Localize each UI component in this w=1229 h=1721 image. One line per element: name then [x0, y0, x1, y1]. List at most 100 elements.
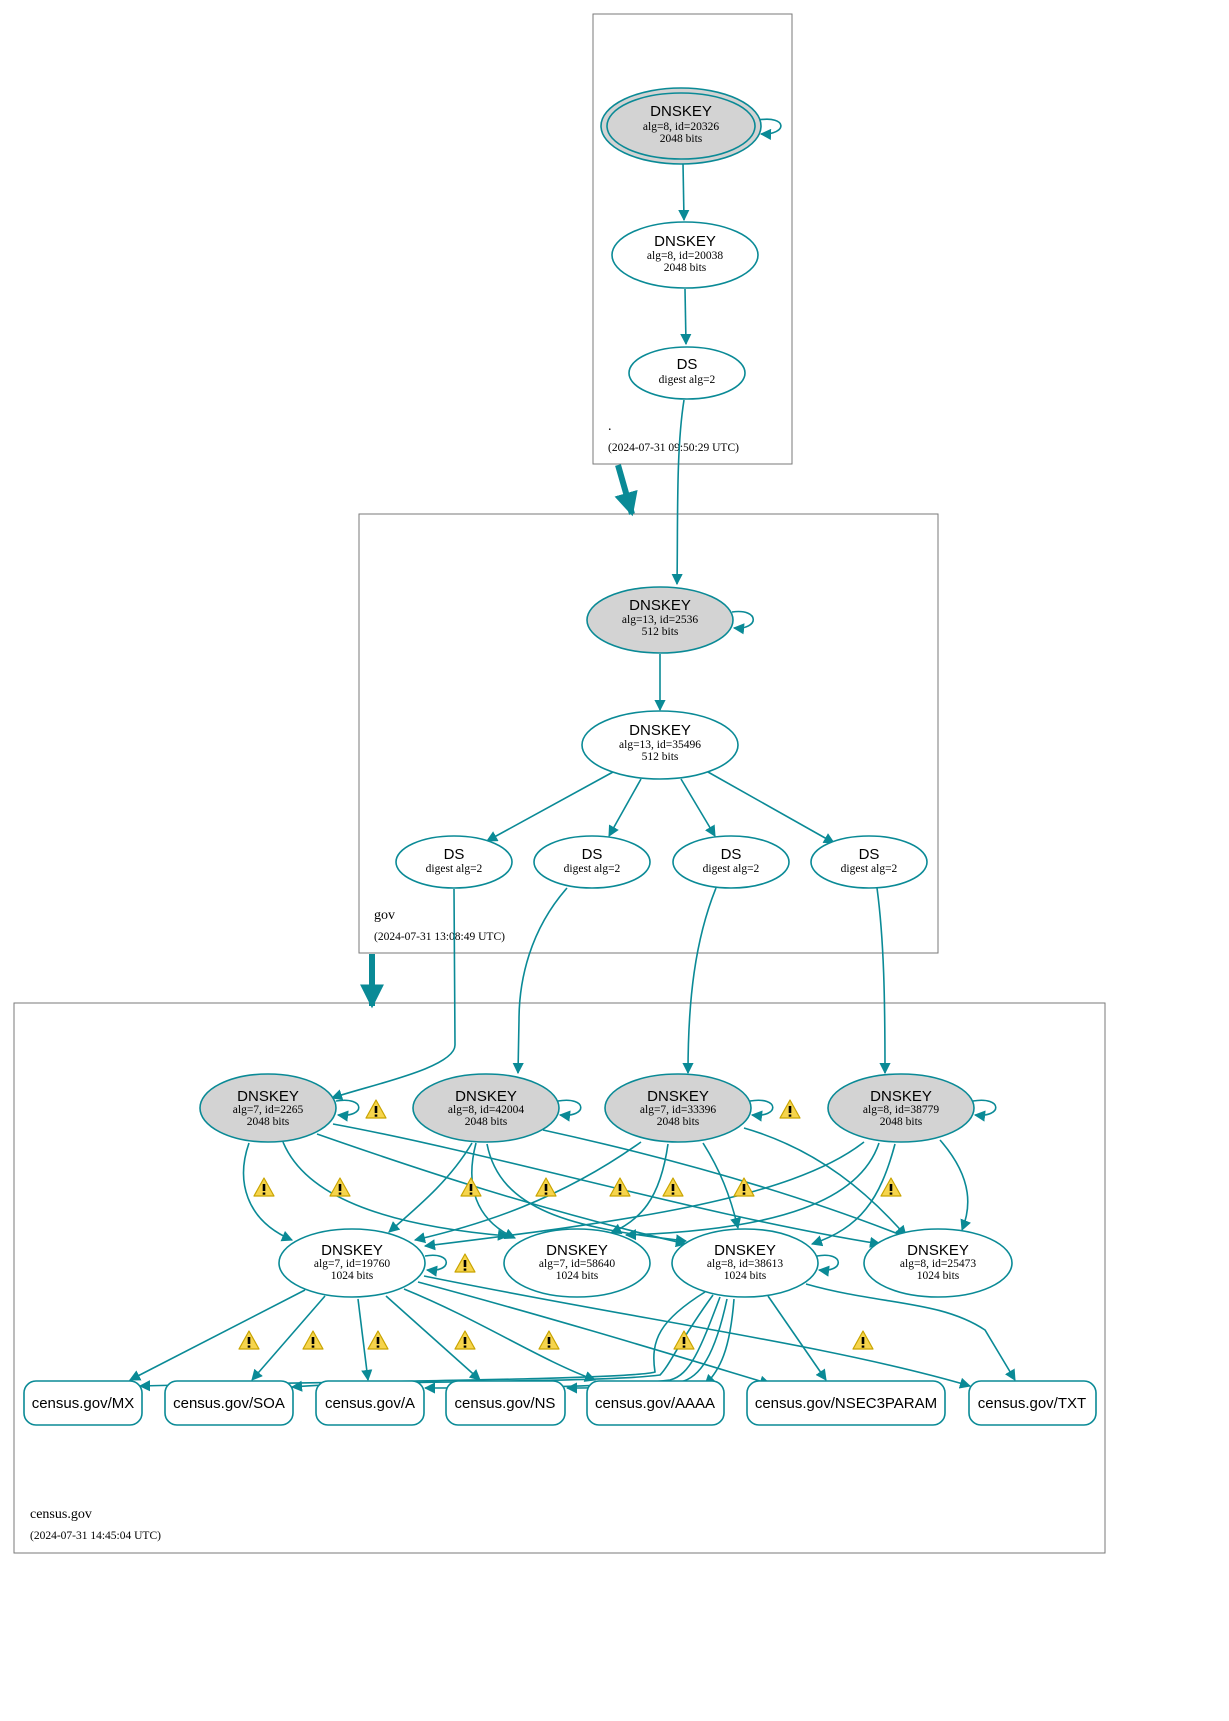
warning-icon[interactable]: [538, 1330, 560, 1350]
warning-icon[interactable]: [733, 1177, 755, 1197]
census-zsk1-title: DNSKEY: [321, 1242, 383, 1259]
root-ds-title: DS: [677, 356, 698, 373]
root-zsk-node[interactable]: DNSKEY alg=8, id=20038 2048 bits: [611, 221, 759, 289]
rrset-nsec3param[interactable]: census.gov/NSEC3PARAM: [746, 1380, 946, 1426]
census-ksk4-title: DNSKEY: [870, 1088, 932, 1105]
census-zsk3-title: DNSKEY: [714, 1242, 776, 1259]
rrset-soa-label: census.gov/SOA: [173, 1395, 285, 1412]
census-zsk4-title: DNSKEY: [907, 1242, 969, 1259]
edge-gov-ds3-to-census-ksk3: [682, 887, 717, 1075]
census-zsk-node-3[interactable]: DNSKEY alg=8, id=38613 1024 bits: [671, 1228, 819, 1298]
warning-icon[interactable]: [329, 1177, 351, 1197]
warning-icon[interactable]: [535, 1177, 557, 1197]
zone-census-timestamp: (2024-07-31 14:45:04 UTC): [30, 1530, 161, 1542]
census-zsk3-line1: alg=8, id=38613: [707, 1258, 783, 1270]
census-ksk2-title: DNSKEY: [455, 1088, 517, 1105]
census-ksk-node-4[interactable]: DNSKEY alg=8, id=38779 2048 bits: [827, 1073, 975, 1143]
root-zsk-line2: 2048 bits: [664, 262, 707, 274]
warning-icon[interactable]: [880, 1177, 902, 1197]
gov-zsk-title: DNSKEY: [629, 722, 691, 739]
rrset-mx-label: census.gov/MX: [32, 1395, 135, 1412]
census-zsk3-line2: 1024 bits: [724, 1270, 767, 1282]
edge-zsk1-to-ns: [385, 1295, 481, 1381]
gov-ds1-line1: digest alg=2: [426, 863, 483, 875]
root-ds-node[interactable]: DS digest alg=2: [628, 346, 746, 400]
edge-ksk1-to-zsk2: [282, 1141, 510, 1241]
gov-ds4-line1: digest alg=2: [841, 863, 898, 875]
rrset-mx[interactable]: census.gov/MX: [23, 1380, 143, 1426]
edge-gov-ds4-to-census-ksk4: [876, 887, 891, 1075]
root-ksk-line2: 2048 bits: [660, 133, 703, 145]
census-zsk-node-2[interactable]: DNSKEY alg=7, id=58640 1024 bits: [503, 1228, 651, 1298]
gov-ds-node-2[interactable]: DS digest alg=2: [533, 835, 651, 889]
edge-ksk3-to-zsk4: [743, 1127, 907, 1237]
warning-icon[interactable]: [673, 1330, 695, 1350]
edge-ksk2-to-zsk1: [388, 1142, 473, 1233]
root-ksk-line1: alg=8, id=20326: [643, 121, 719, 133]
warning-icon[interactable]: [662, 1177, 684, 1197]
edge-ksk2-to-zsk2: [471, 1142, 517, 1239]
root-ksk-title: DNSKEY: [650, 103, 712, 120]
census-zsk-node-4[interactable]: DNSKEY alg=8, id=25473 1024 bits: [863, 1228, 1013, 1298]
rrset-ns[interactable]: census.gov/NS: [445, 1380, 566, 1426]
zone-root-box: [592, 13, 793, 465]
warning-icon[interactable]: [238, 1330, 260, 1350]
edge-zsk3-to-nsec3param: [767, 1295, 827, 1381]
warning-icon[interactable]: [253, 1177, 275, 1197]
edge-gov-ds1-to-census-ksk1: [330, 888, 456, 1101]
edge-ksk2-to-zsk4: [542, 1129, 908, 1239]
edge-ksk1-to-zsk1: [242, 1142, 294, 1242]
zone-gov-name: gov: [374, 908, 395, 923]
census-ksk1-line2: 2048 bits: [247, 1116, 290, 1128]
delegation-root-to-gov: [614, 464, 638, 517]
census-zsk-node-1[interactable]: DNSKEY alg=7, id=19760 1024 bits: [278, 1228, 426, 1298]
warning-icon[interactable]: [367, 1330, 389, 1350]
edge-ksk4-to-zsk3: [810, 1143, 896, 1247]
gov-ksk-node[interactable]: DNSKEY alg=13, id=2536 512 bits: [586, 586, 734, 654]
zone-gov-box: [358, 513, 939, 954]
edge-zsk1-to-aaaa: [403, 1288, 597, 1382]
gov-zsk-line1: alg=13, id=35496: [619, 739, 701, 751]
edge-zsk1-to-nsec3param: [417, 1281, 772, 1387]
gov-ds-node-1[interactable]: DS digest alg=2: [395, 835, 513, 889]
gov-ds2-line1: digest alg=2: [564, 863, 621, 875]
warning-icon[interactable]: [779, 1099, 801, 1119]
edge-zsk3-to-txt: [805, 1283, 1016, 1381]
rrset-a[interactable]: census.gov/A: [315, 1380, 425, 1426]
warning-icon[interactable]: [365, 1099, 387, 1119]
gov-ds-node-3[interactable]: DS digest alg=2: [672, 835, 790, 889]
edge-root-ksk-self: [757, 118, 782, 140]
warning-icon[interactable]: [852, 1330, 874, 1350]
edge-ksk3-to-zsk3: [702, 1142, 742, 1230]
census-ksk-node-2[interactable]: DNSKEY alg=8, id=42004 2048 bits: [412, 1073, 560, 1143]
census-ksk1-line1: alg=7, id=2265: [233, 1104, 304, 1116]
edge-ksk4-to-zsk4: [939, 1139, 971, 1232]
census-ksk-node-1[interactable]: DNSKEY alg=7, id=2265 2048 bits: [199, 1073, 337, 1143]
edge-gov-zsk-to-ds2: [608, 778, 642, 837]
zone-root-timestamp: (2024-07-31 09:50:29 UTC): [608, 442, 739, 454]
warning-icon[interactable]: [454, 1253, 476, 1273]
edge-census-ksk2-self: [557, 1099, 582, 1122]
rrset-aaaa[interactable]: census.gov/AAAA: [586, 1380, 725, 1426]
edge-census-zsk1-self: [424, 1254, 447, 1277]
edge-ksk4-to-zsk1: [423, 1141, 865, 1251]
edge-zsk3-to-ns: [565, 1298, 728, 1394]
census-zsk1-line1: alg=7, id=19760: [314, 1258, 390, 1270]
edge-census-ksk3-self: [749, 1099, 774, 1122]
census-ksk-node-3[interactable]: DNSKEY alg=7, id=33396 2048 bits: [604, 1073, 752, 1143]
gov-zsk-node[interactable]: DNSKEY alg=13, id=35496 512 bits: [581, 710, 739, 780]
rrset-txt[interactable]: census.gov/TXT: [968, 1380, 1097, 1426]
root-ksk-node[interactable]: DNSKEY alg=8, id=20326 2048 bits: [600, 87, 762, 165]
gov-ksk-line1: alg=13, id=2536: [622, 614, 698, 626]
warning-icon[interactable]: [454, 1330, 476, 1350]
gov-ds-node-4[interactable]: DS digest alg=2: [810, 835, 928, 889]
rrset-soa[interactable]: census.gov/SOA: [164, 1380, 294, 1426]
root-ds-line1: digest alg=2: [659, 374, 716, 386]
edge-root-zsk-to-ds: [680, 288, 692, 346]
gov-ds4-title: DS: [859, 846, 880, 863]
edge-ksk1-to-zsk4: [332, 1123, 882, 1248]
edge-zsk1-to-mx: [129, 1289, 306, 1381]
warning-icon[interactable]: [302, 1330, 324, 1350]
census-zsk2-line1: alg=7, id=58640: [539, 1258, 615, 1270]
gov-zsk-line2: 512 bits: [642, 751, 679, 763]
